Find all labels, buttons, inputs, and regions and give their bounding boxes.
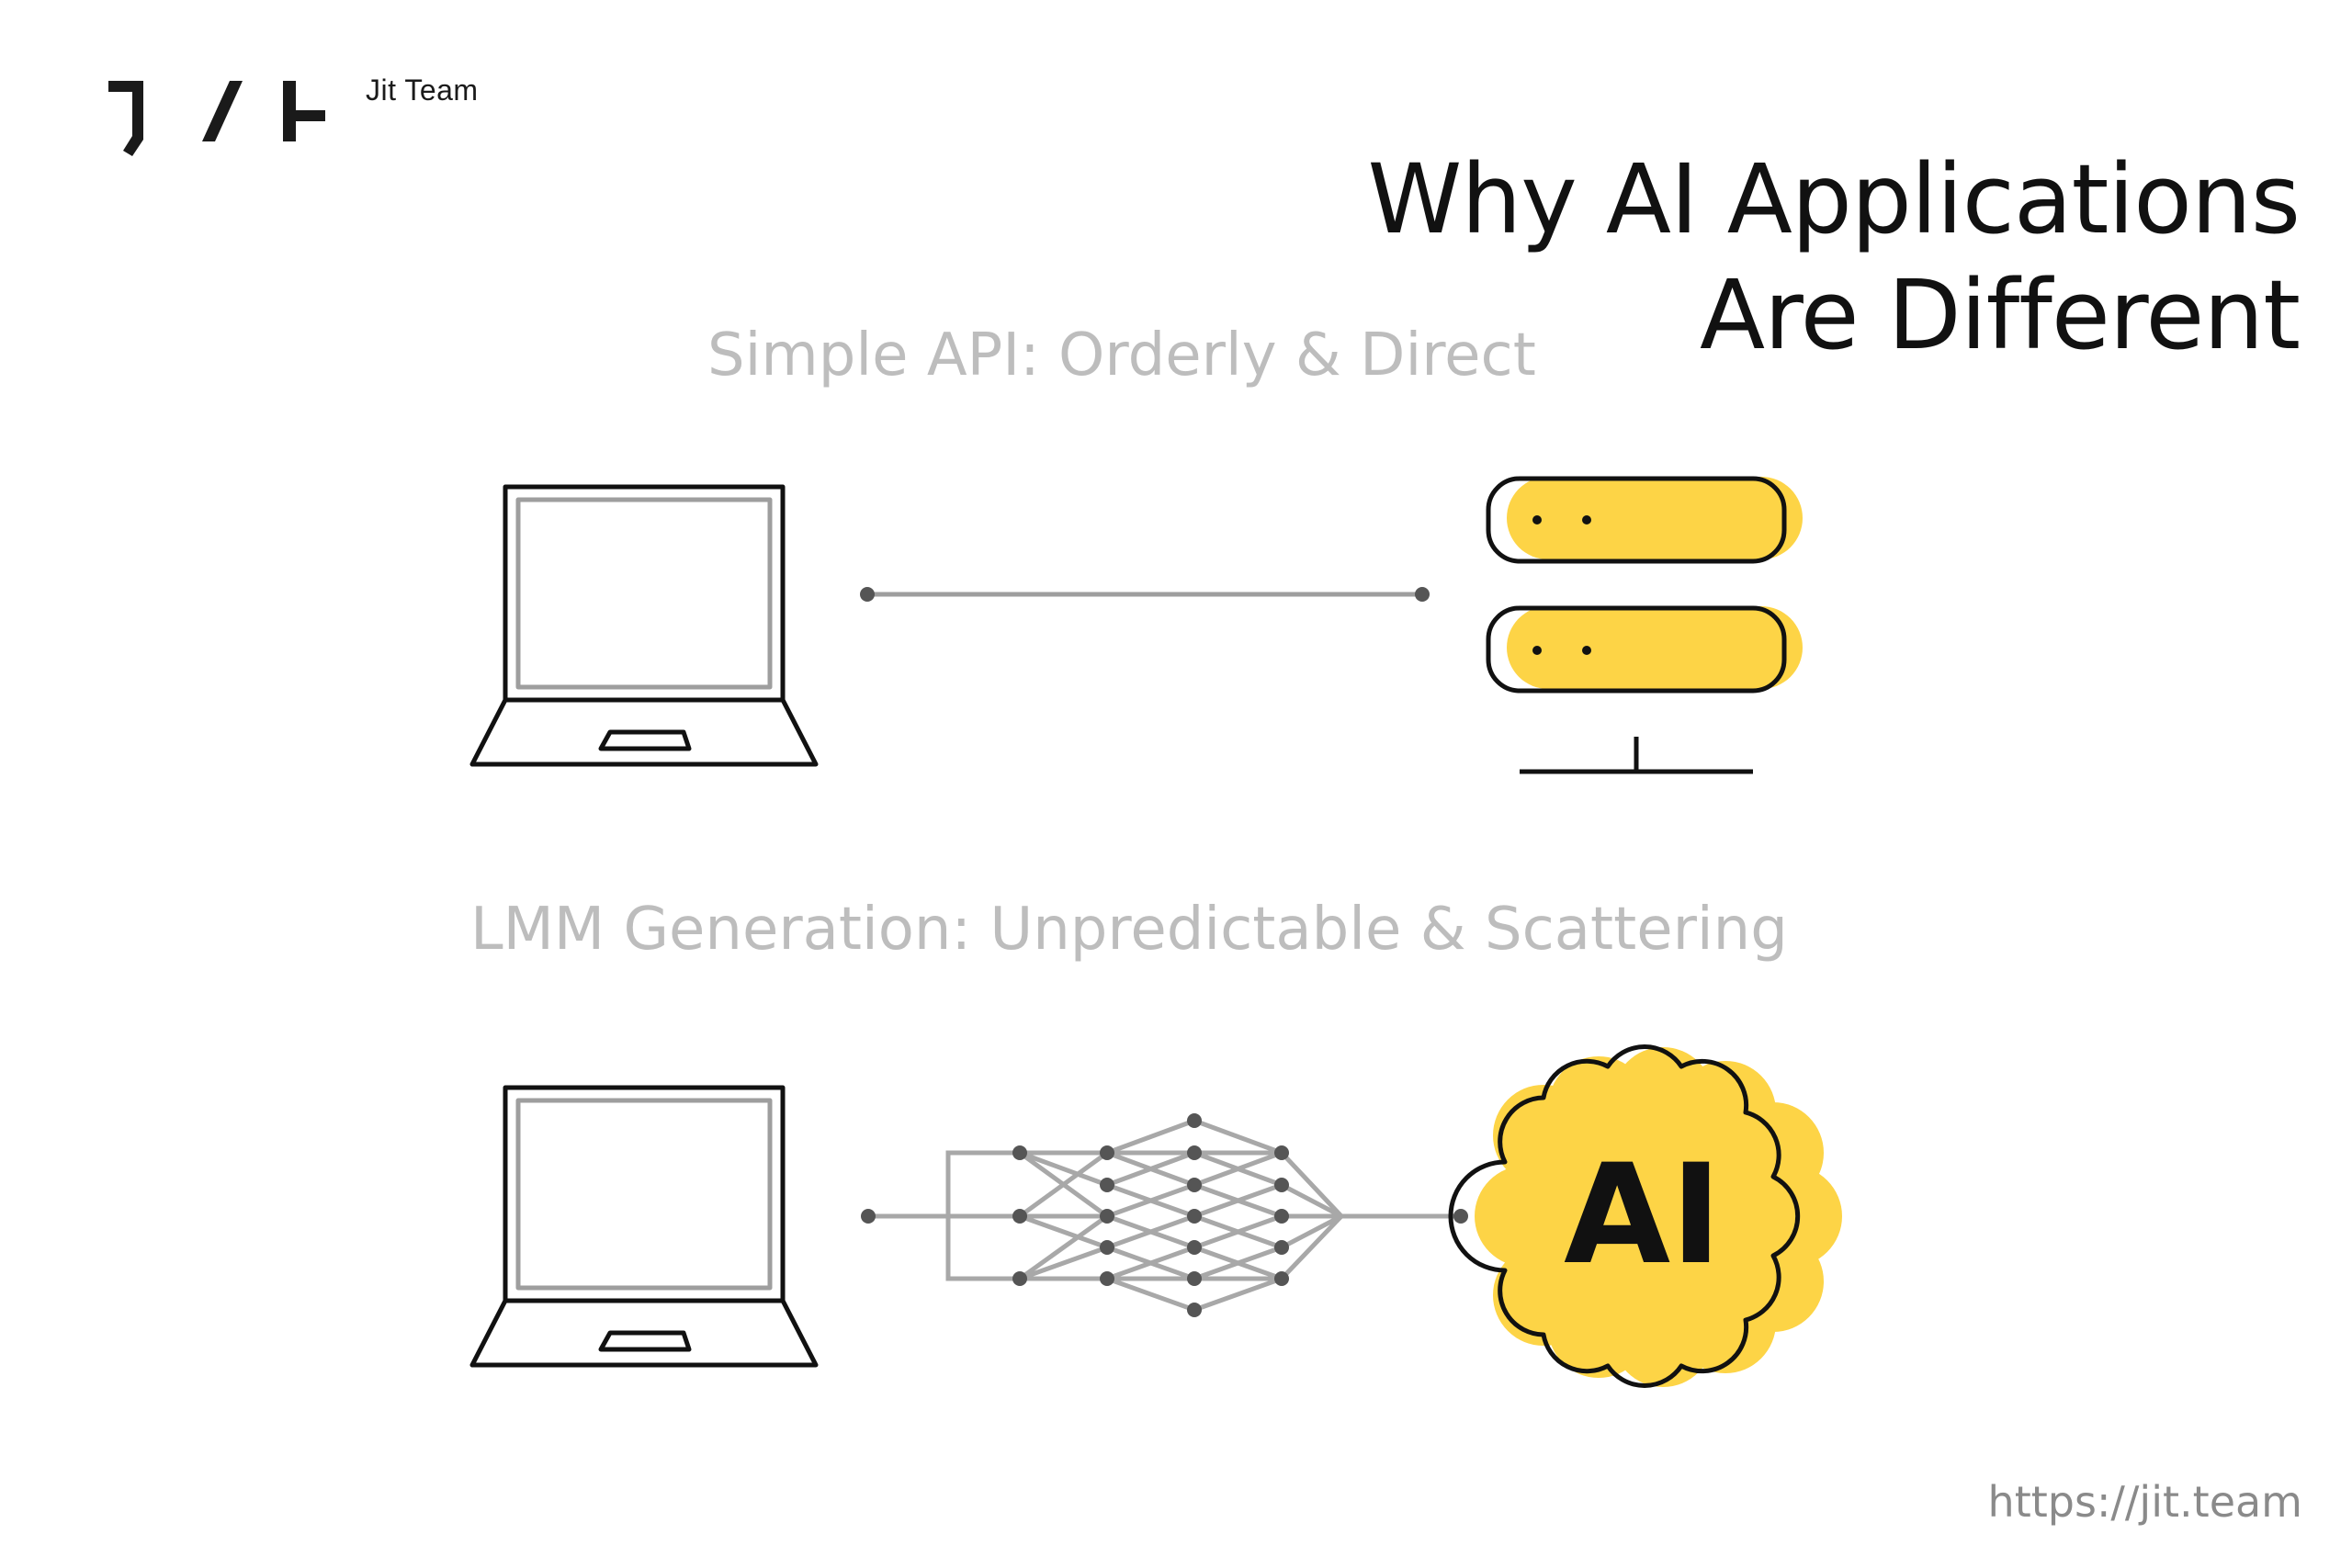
ai-cloud-icon: AI	[1448, 1044, 1842, 1388]
page-title: Why AI Applications Are Different	[1368, 141, 2301, 373]
footer-url[interactable]: https://jit.team	[1987, 1477, 2302, 1527]
brand-name: Jit Team	[366, 73, 479, 107]
direct-connection-line	[860, 587, 1430, 602]
lmm-generation-label: LMM Generation: Unpredictable & Scatteri…	[470, 896, 1788, 964]
neural-network-icon	[861, 1113, 1468, 1317]
ai-badge-text: AI	[1564, 1135, 1722, 1295]
laptop-icon	[469, 484, 819, 767]
jit-logo-icon	[108, 81, 325, 156]
simple-api-label: Simple API: Orderly & Direct	[707, 321, 1536, 389]
page-title-line-1: Why AI Applications	[1367, 142, 2301, 255]
page-title-line-2: Are Different	[1700, 258, 2301, 371]
laptop-icon-bottom	[469, 1085, 819, 1368]
server-icon	[1486, 476, 1803, 774]
